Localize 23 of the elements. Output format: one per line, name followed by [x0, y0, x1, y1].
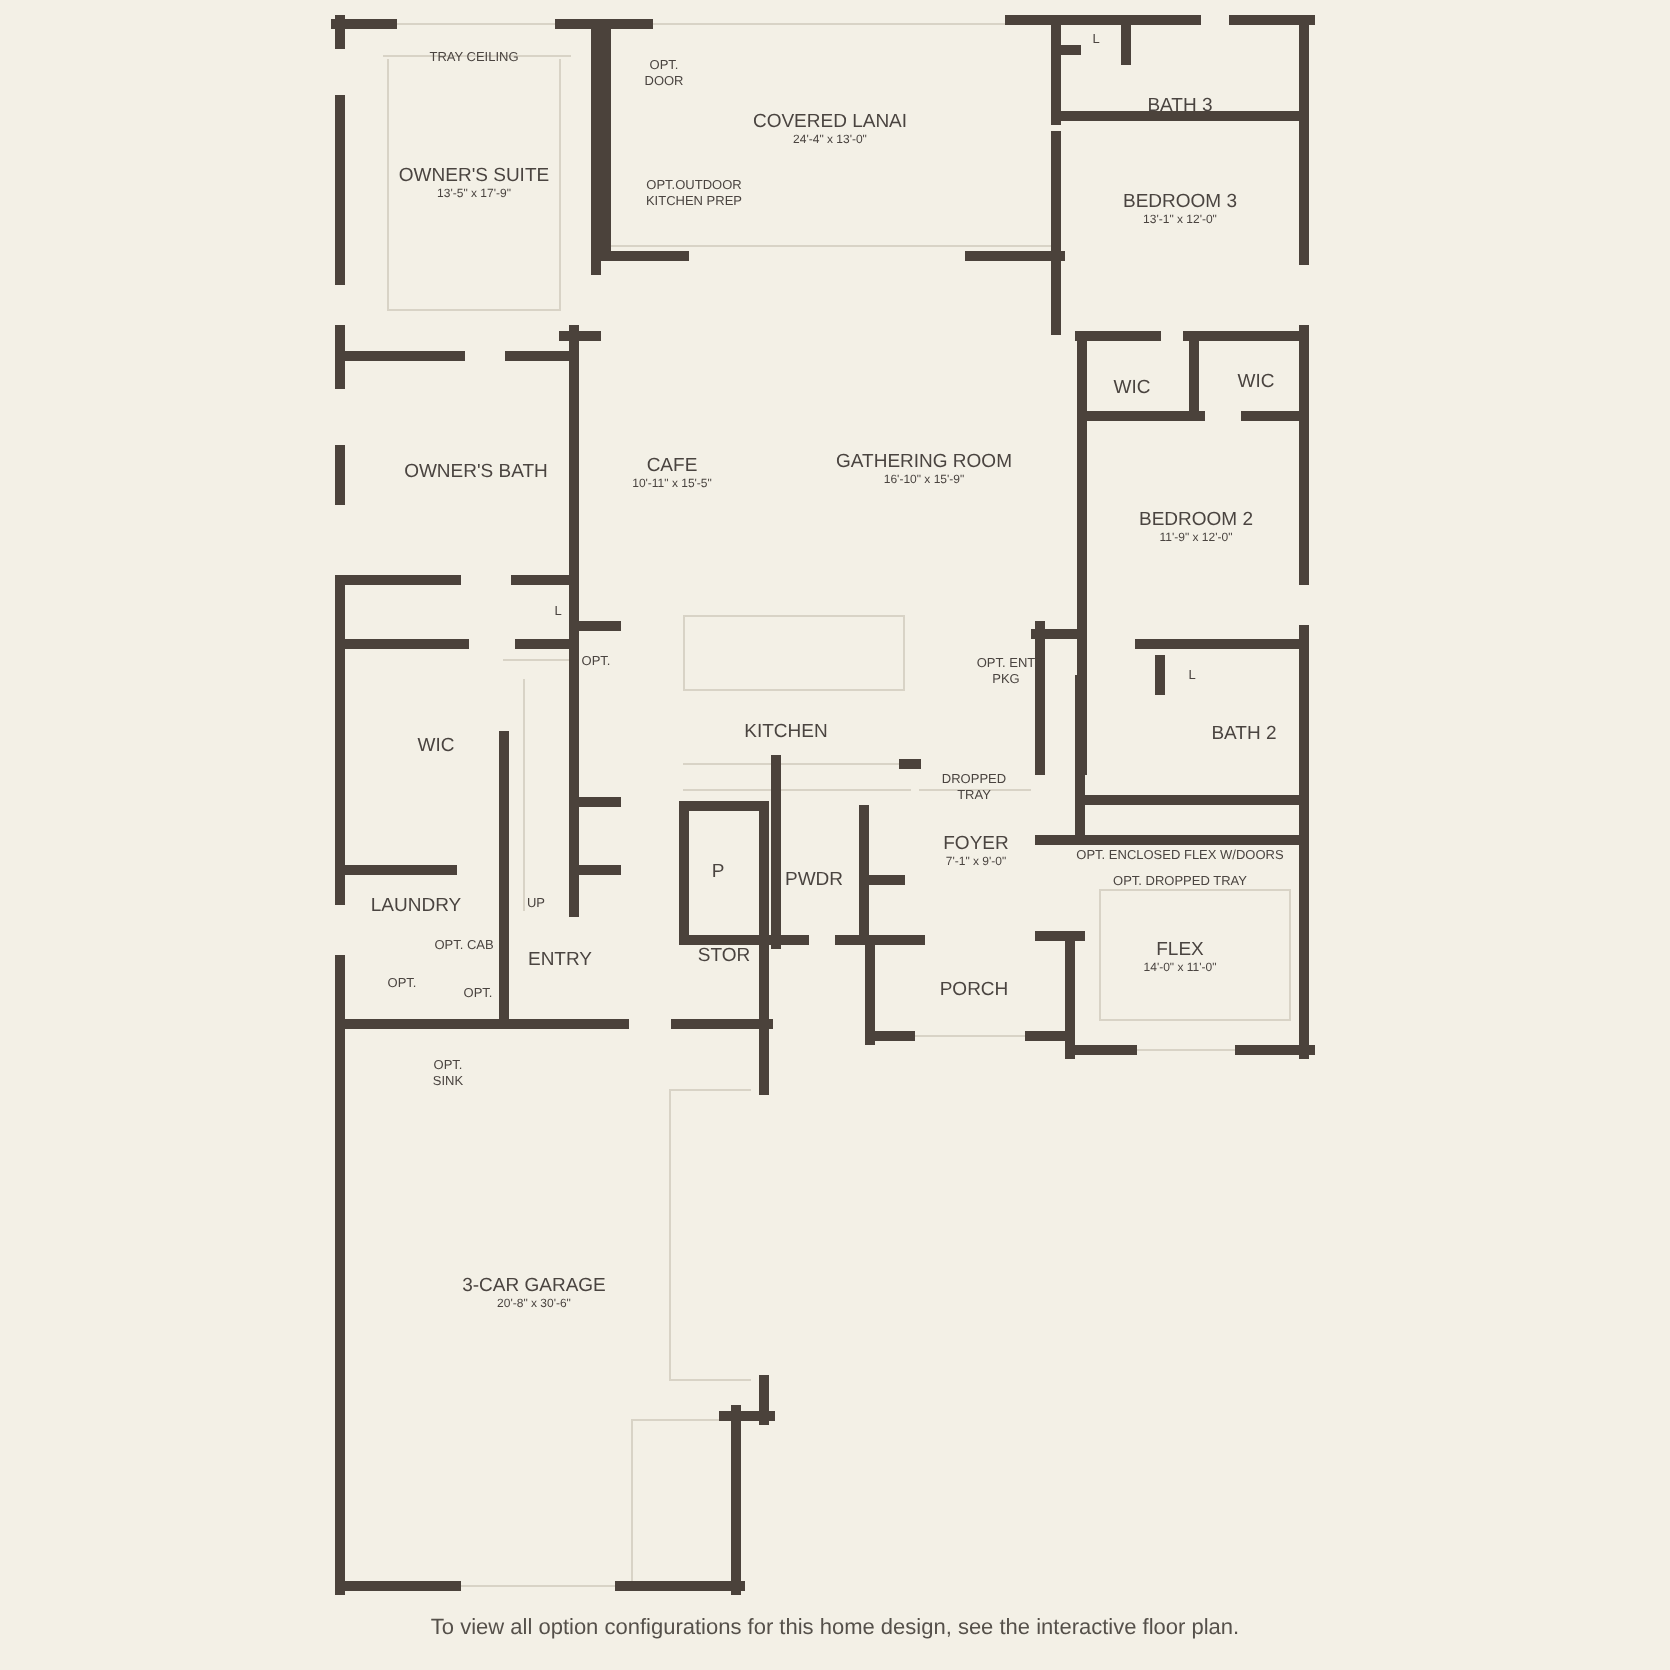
room-name: COVERED LANAI	[752, 111, 908, 133]
room-name: BATH 2	[1211, 723, 1277, 745]
room-name: PWDR	[784, 869, 844, 891]
room-name: BEDROOM 2	[1139, 509, 1253, 531]
room-name: BEDROOM 3	[1123, 191, 1237, 213]
room-name: 3-CAR GARAGE	[462, 1275, 606, 1297]
room-name: LAUNDRY	[370, 895, 462, 917]
room-name: FOYER	[943, 833, 1009, 855]
room-name: GATHERING ROOM	[836, 451, 1012, 473]
caption: To view all option configurations for this home design, see the interactive floor plan.	[428, 1614, 1242, 1644]
room-name: WIC	[1237, 371, 1275, 393]
room-name: WIC	[1113, 377, 1151, 399]
room-name: WIC	[417, 735, 455, 757]
room-name: KITCHEN	[744, 721, 828, 743]
room-name: OWNER'S BATH	[404, 461, 548, 483]
room-name: FLEX	[1156, 939, 1204, 961]
room-name: STOR	[697, 945, 751, 967]
room-name: OWNER'S SUITE	[398, 165, 550, 187]
room-name: ENTRY	[527, 949, 593, 971]
room-name: CAFE	[646, 455, 698, 477]
room-name: P	[711, 861, 725, 883]
room-name: BATH 3	[1147, 95, 1213, 117]
room-name: PORCH	[939, 979, 1009, 1001]
